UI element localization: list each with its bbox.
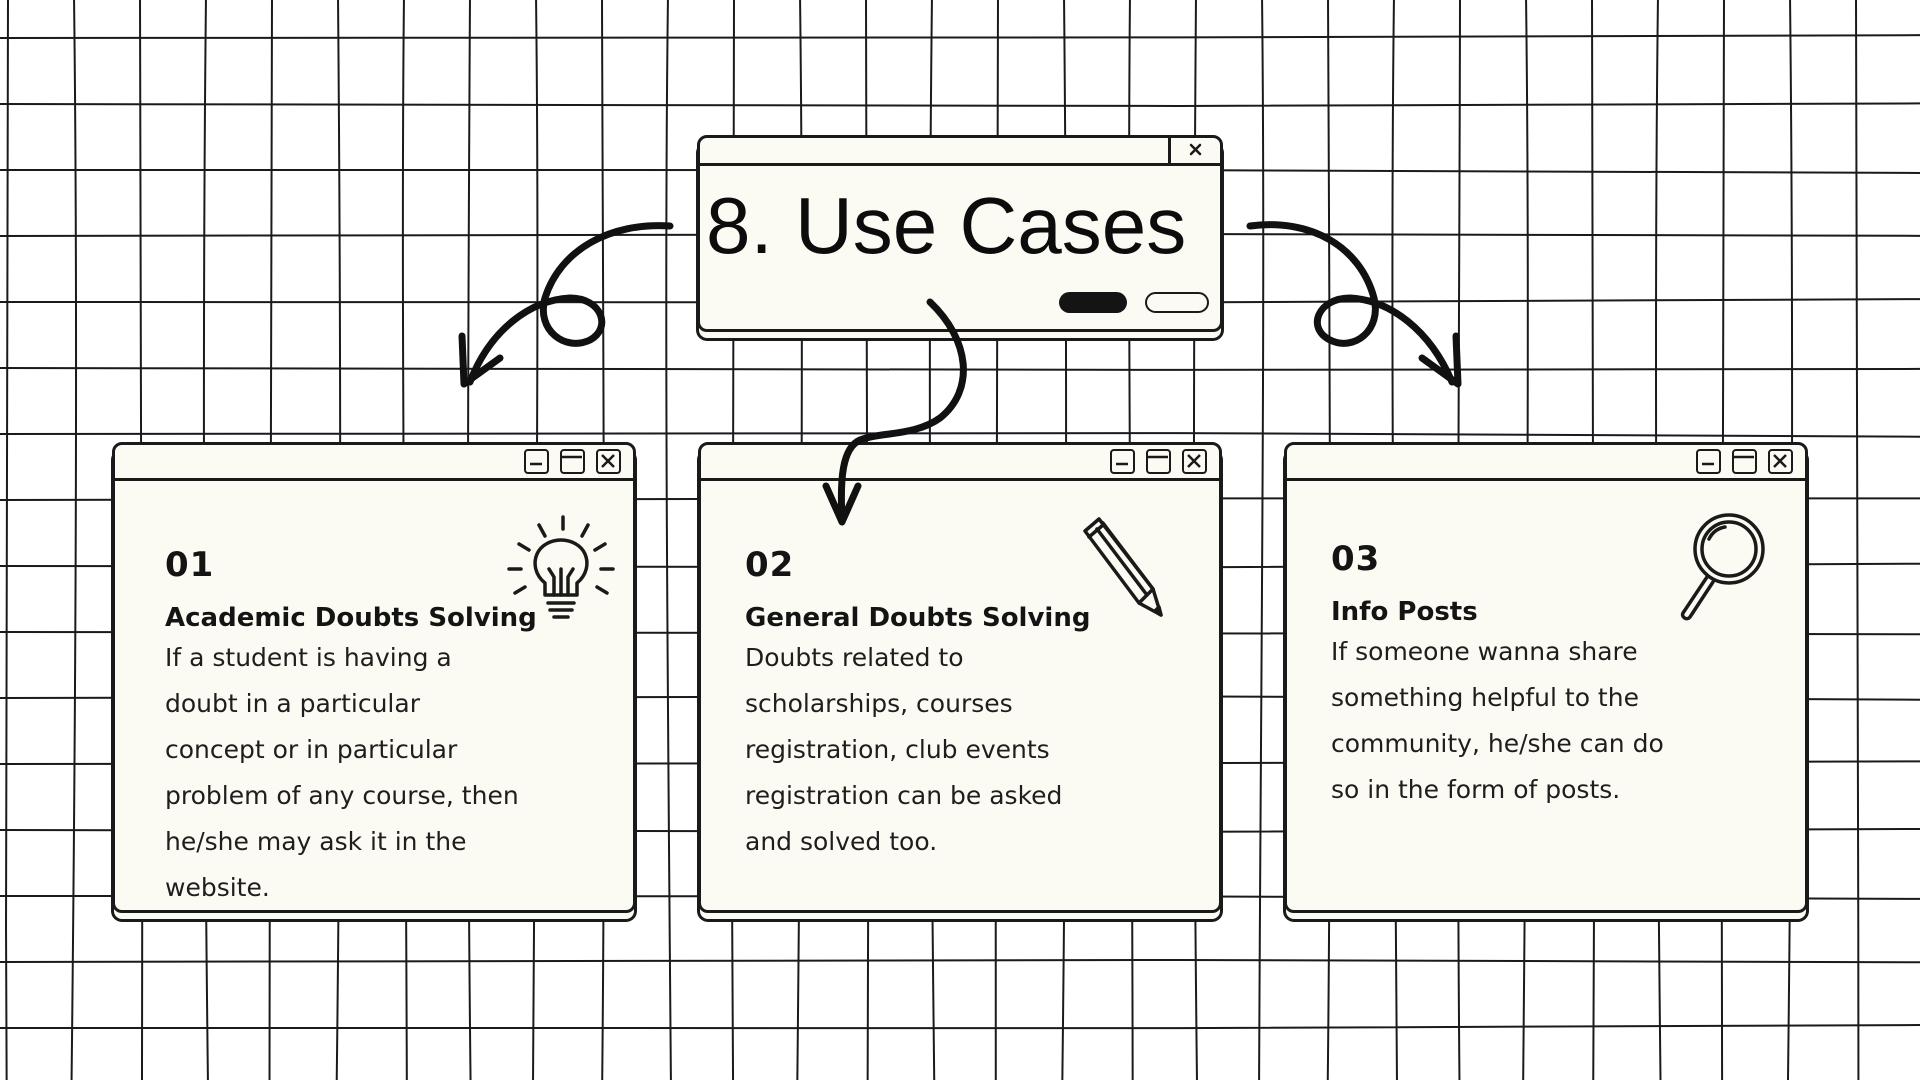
card-window-bar <box>1287 445 1805 481</box>
card-description: If someone wanna share something helpful… <box>1331 637 1664 804</box>
grid-line <box>70 0 77 1080</box>
minimize-icon[interactable] <box>1696 449 1721 474</box>
card-number: 02 <box>745 545 795 585</box>
arrow-left-head-icon <box>458 332 504 388</box>
grid-line <box>1258 0 1265 1080</box>
card-number: 03 <box>1331 539 1381 579</box>
minimize-icon[interactable] <box>1110 449 1135 474</box>
card-window-bar <box>115 445 633 481</box>
card-number: 01 <box>165 545 215 585</box>
card-title: Academic Doubts Solving <box>165 603 537 633</box>
card-academic-doubts: 01 Academic Doubts Solving If a student … <box>112 442 636 913</box>
arrow-right-head-icon <box>1418 332 1462 388</box>
magnifier-icon <box>1680 513 1765 621</box>
title-window-bar <box>700 138 1220 166</box>
close-icon[interactable] <box>1182 449 1207 474</box>
page-title: 8. Use Cases <box>706 181 1187 270</box>
grid-line <box>665 0 672 1080</box>
minimize-icon[interactable] <box>524 449 549 474</box>
title-window: 8. Use Cases <box>697 135 1223 332</box>
arrow-center-head-icon <box>822 482 862 526</box>
arrow-left-icon <box>466 222 674 386</box>
grid-line <box>0 366 1920 372</box>
card-info-posts: 03 Info Posts If someone wanna share som… <box>1284 442 1808 913</box>
grid-line <box>0 958 1920 964</box>
grid-line <box>1854 0 1860 1080</box>
card-window-bar <box>701 445 1219 481</box>
maximize-icon[interactable] <box>560 449 585 474</box>
card-description: If a student is having a doubt in a part… <box>165 643 519 902</box>
close-icon[interactable] <box>596 449 621 474</box>
card-general-doubts: 02 General Doubts Solving Doubts related… <box>698 442 1222 913</box>
lightbulb-icon <box>507 515 615 619</box>
card-title: General Doubts Solving <box>745 603 1091 633</box>
grid-line <box>4 0 10 1080</box>
card-title: Info Posts <box>1331 597 1478 627</box>
maximize-icon[interactable] <box>1146 449 1171 474</box>
maximize-icon[interactable] <box>1732 449 1757 474</box>
pill-button-outline[interactable] <box>1145 292 1209 313</box>
close-icon[interactable] <box>1768 449 1793 474</box>
arrow-right-icon <box>1246 221 1456 386</box>
card-description: Doubts related to scholarships, courses … <box>745 643 1063 856</box>
arrow-center-icon <box>837 298 967 522</box>
grid-line <box>0 102 1920 108</box>
pill-button-filled[interactable] <box>1059 292 1127 313</box>
pencil-icon <box>1083 517 1163 617</box>
close-icon[interactable] <box>1168 138 1220 163</box>
